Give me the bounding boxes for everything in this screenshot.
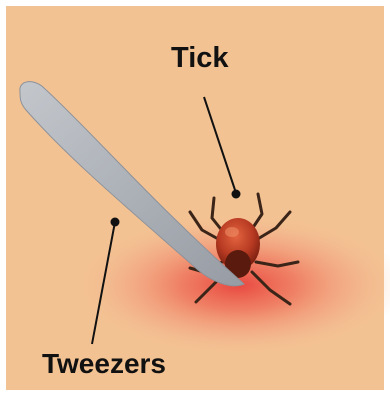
- tweezers-label: Tweezers: [42, 350, 166, 378]
- tick-leader-dot: [232, 190, 241, 199]
- tweezers-leader-dot: [111, 218, 120, 227]
- tick-highlight: [225, 227, 239, 237]
- tick-label: Tick: [171, 44, 229, 73]
